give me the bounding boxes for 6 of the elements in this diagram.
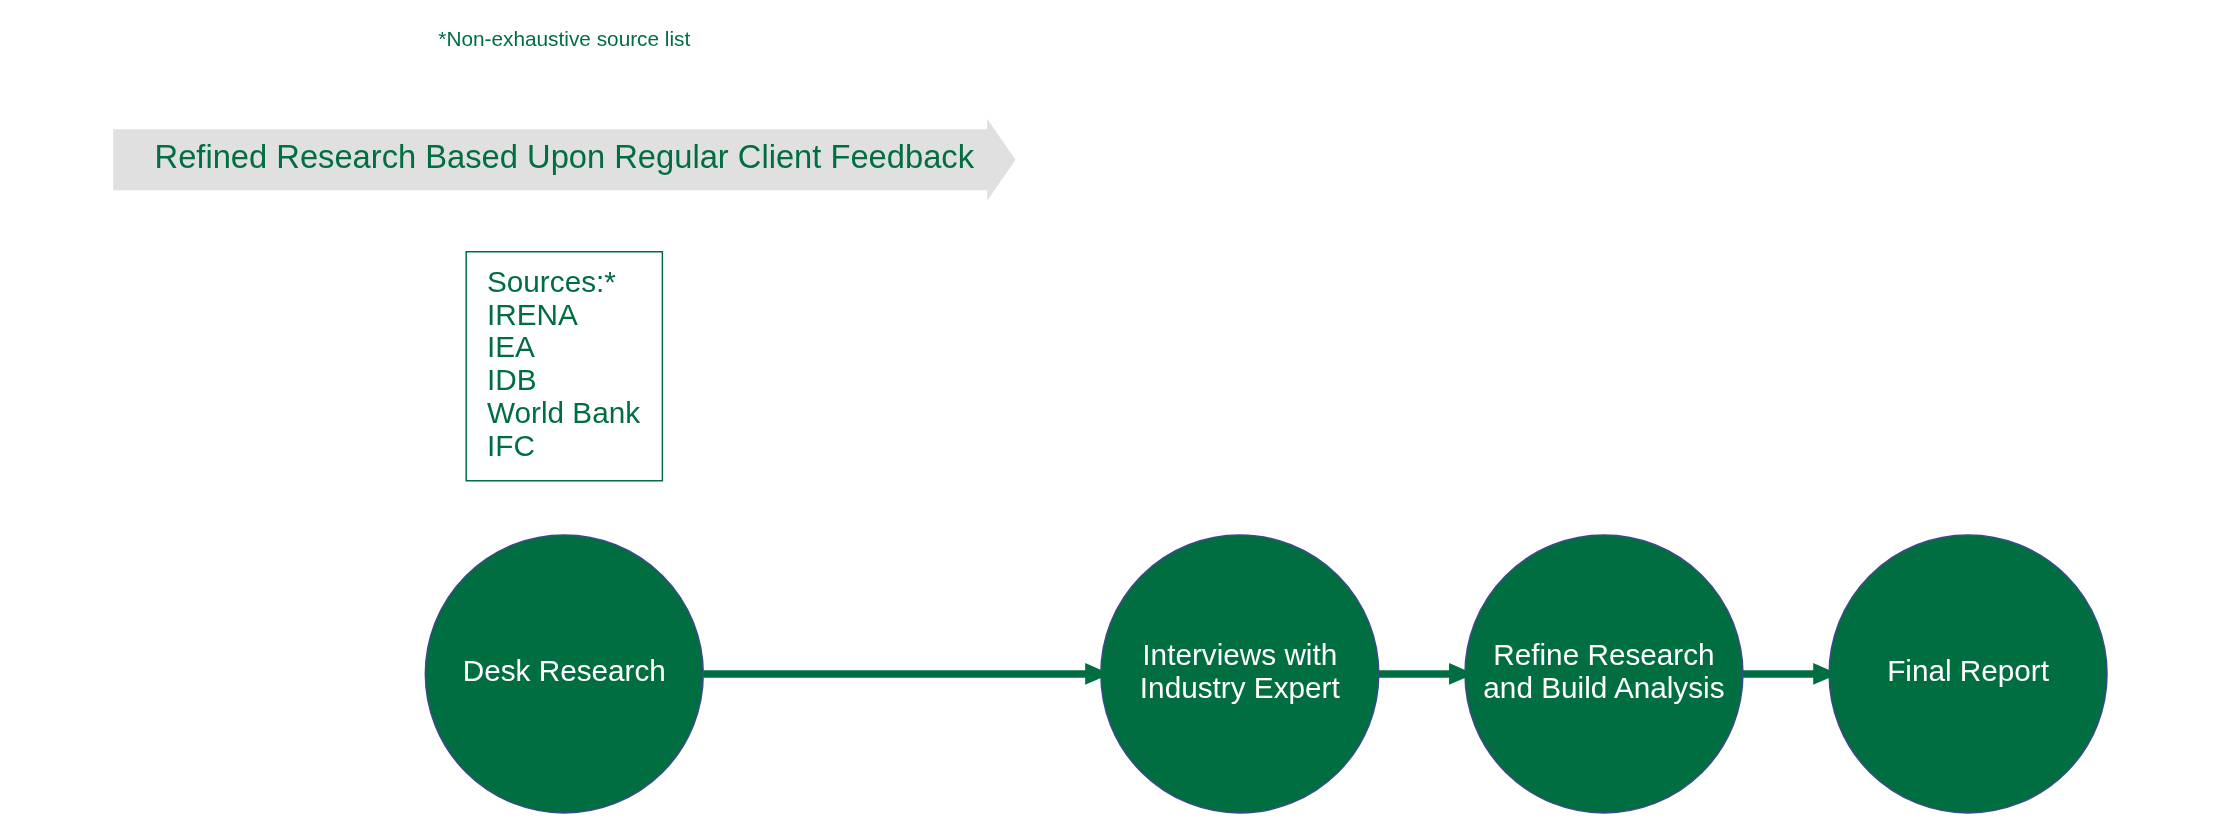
node-box: Sources:* IRENA IEA IDB World Bank IFC (464, 251, 663, 482)
node-circle: Interviews with Industry Expert (1099, 534, 1379, 814)
node-circle: Final Report (1827, 534, 2108, 814)
label: *Non-exhaustive source list (437, 27, 690, 51)
node-circle: Desk Research (424, 534, 704, 814)
node-circle: Refine Research and Build Analysis (1463, 534, 1744, 814)
